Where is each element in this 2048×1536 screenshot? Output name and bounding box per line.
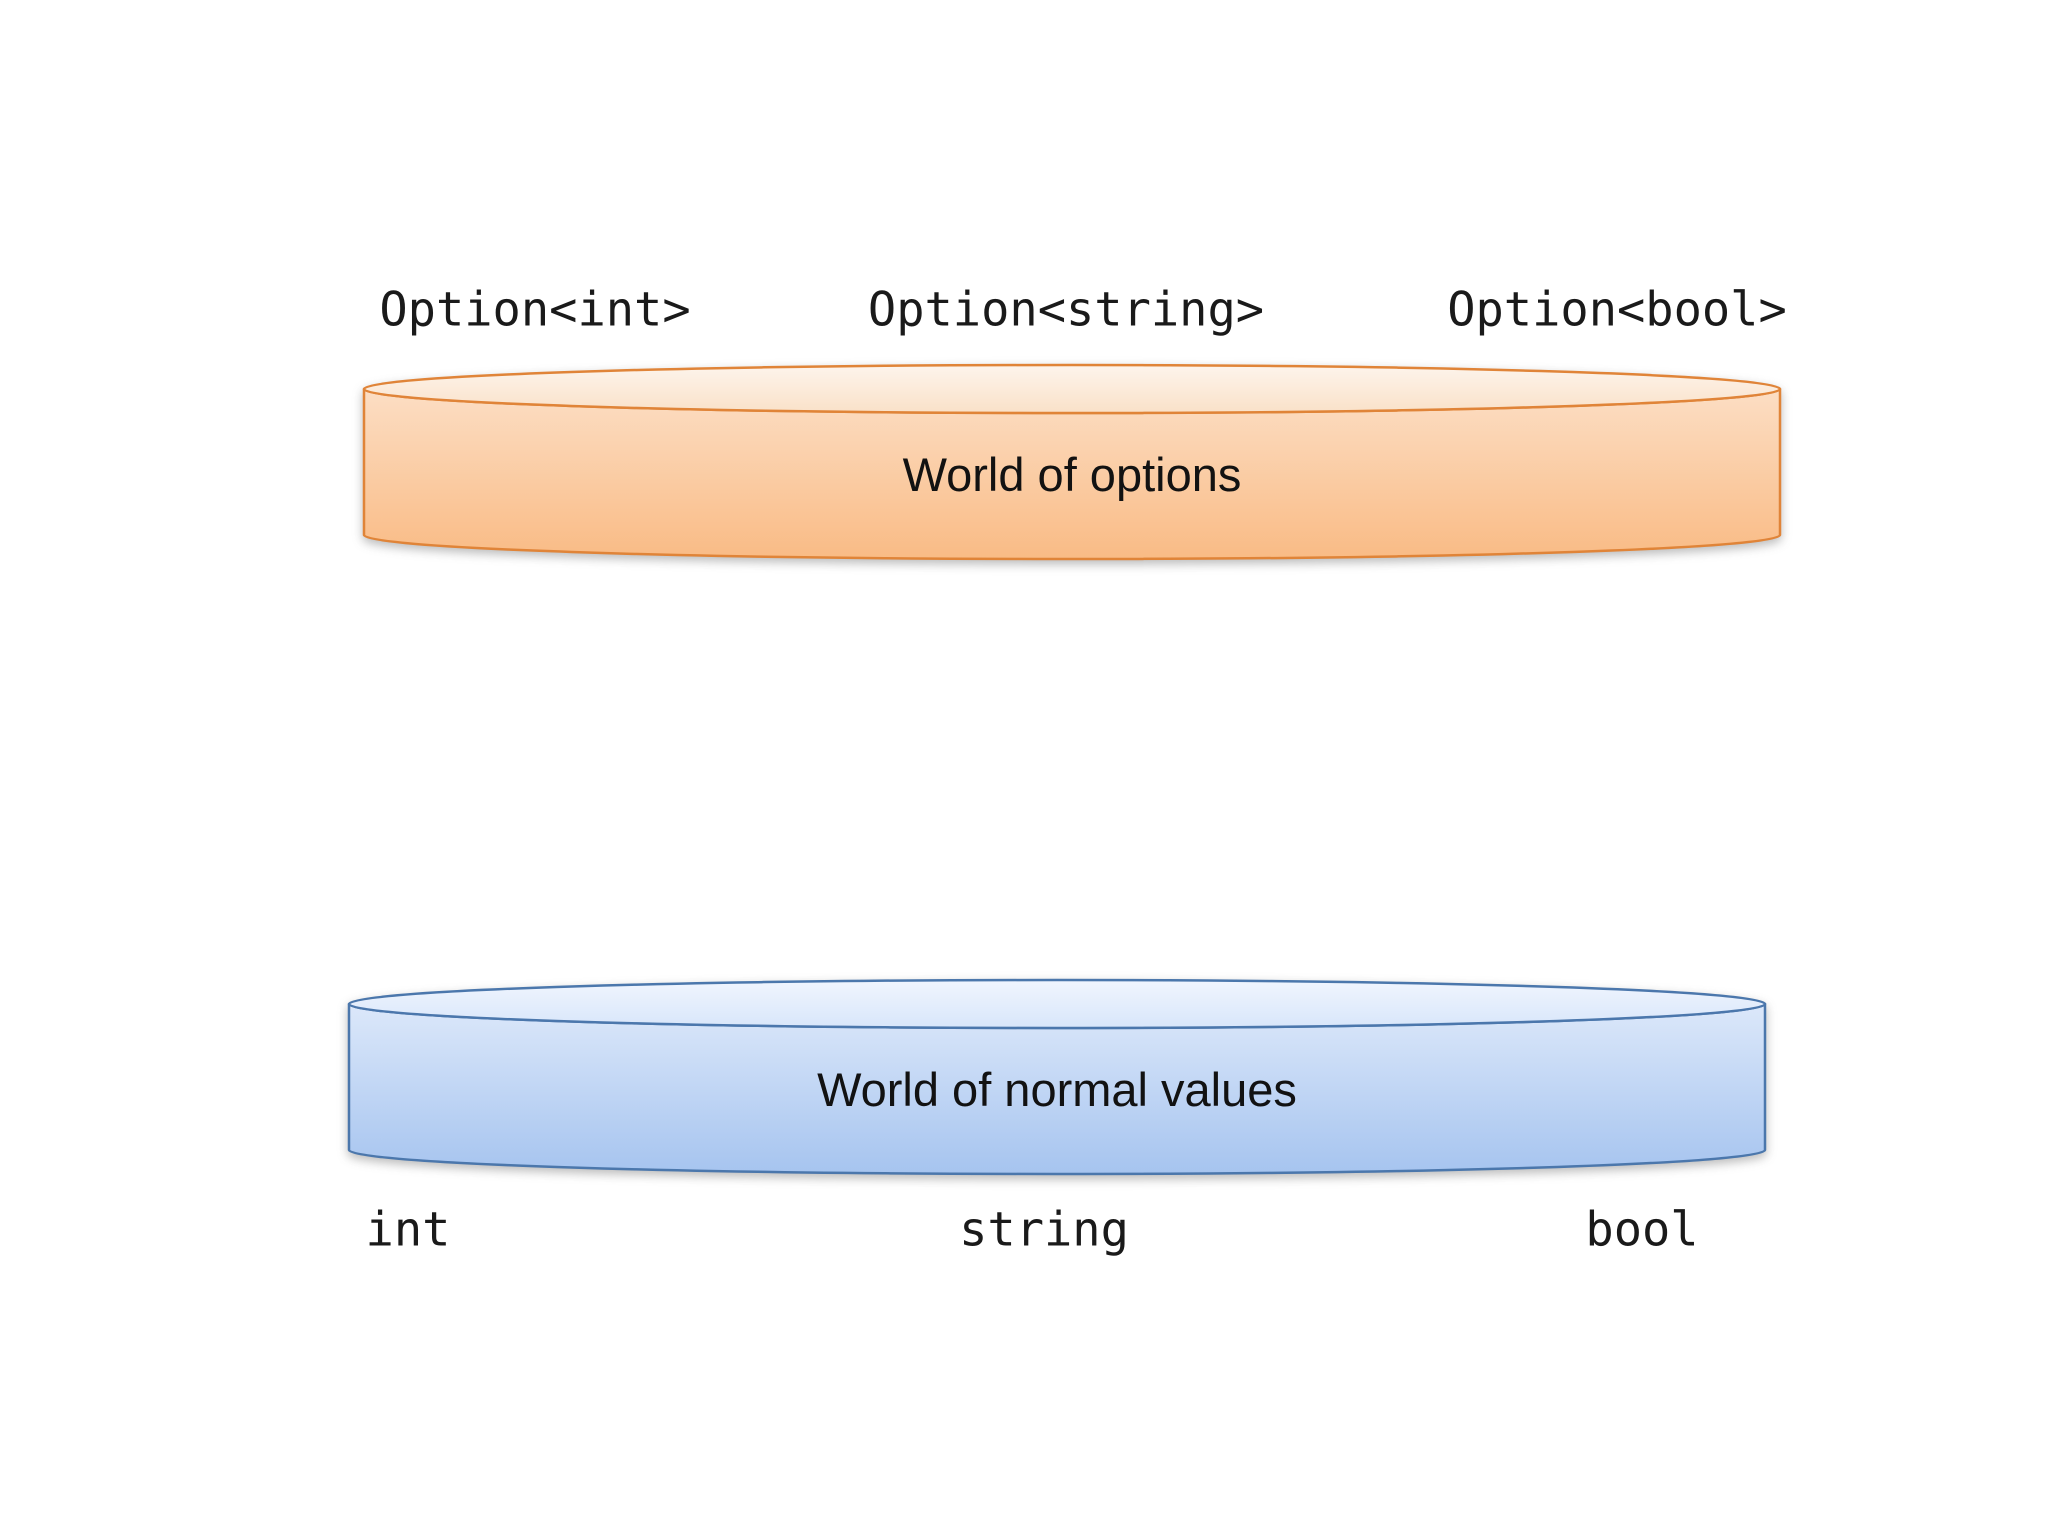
label-string: string: [959, 1202, 1129, 1258]
label-option-bool: Option<bool>: [1447, 282, 1787, 338]
normal-cylinder-top-face: [347, 978, 1767, 1030]
world-of-normal-values-cylinder: World of normal values: [347, 978, 1767, 1190]
options-cylinder-shape: [362, 363, 1782, 561]
label-option-string: Option<string>: [867, 282, 1265, 338]
label-int: int: [365, 1202, 451, 1258]
world-of-options-label: World of options: [902, 448, 1242, 501]
normal-cylinder-shape: [347, 978, 1767, 1176]
label-bool: bool: [1585, 1202, 1699, 1258]
options-cylinder-top-face: [362, 363, 1782, 415]
world-of-normal-values-label: World of normal values: [817, 1063, 1297, 1116]
world-of-options-cylinder: World of options: [362, 363, 1782, 575]
label-option-int: Option<int>: [379, 282, 691, 338]
